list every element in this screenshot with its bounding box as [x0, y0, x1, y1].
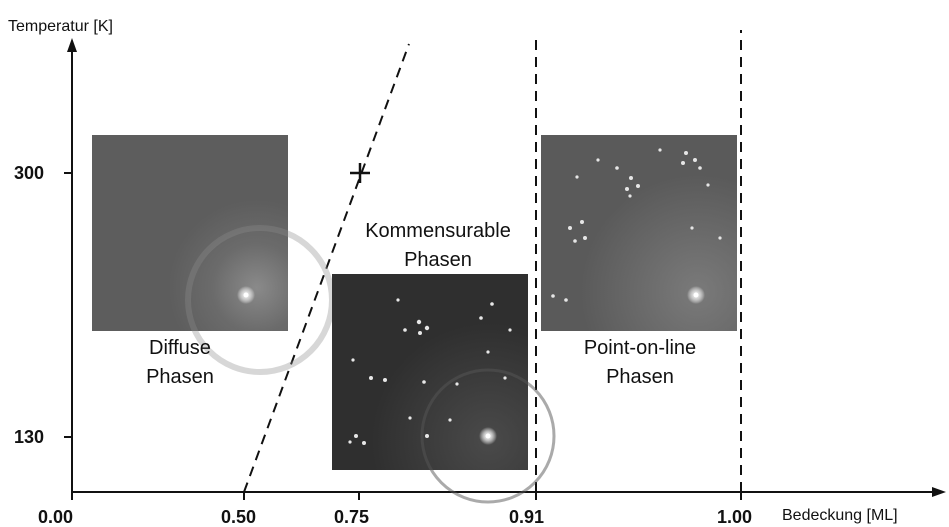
y-axis-arrow-icon: [67, 38, 77, 52]
y-tick-label-130: 130: [14, 427, 44, 447]
region-label-point-on-line-line1: Point-on-line: [584, 337, 696, 359]
region-label-commensurable-line1: Kommensurable: [365, 220, 511, 242]
x-axis-title: Bedeckung [ML]: [782, 507, 898, 524]
diffraction-image-commensurable: [332, 274, 556, 504]
plus-marker-icon: [350, 163, 370, 183]
region-label-diffuse-line2: Phasen: [146, 366, 214, 388]
diffraction-image-point-on-line: [541, 135, 737, 331]
x-tick-label-050: 0.50: [221, 507, 256, 527]
x-tick-label-091: 0.91: [509, 507, 544, 527]
x-axis-arrow-icon: [932, 487, 946, 497]
y-tick-label-300: 300: [14, 163, 44, 183]
region-label-diffuse-line1: Diffuse: [149, 337, 211, 359]
diffraction-image-diffuse: [92, 135, 335, 375]
x-tick-label-000: 0.00: [38, 507, 73, 527]
region-label-commensurable-line2: Phasen: [404, 249, 472, 271]
y-axis-title: Temperatur [K]: [8, 18, 113, 35]
region-label-point-on-line-line2: Phasen: [606, 366, 674, 388]
diagonal-boundary-line: [243, 43, 410, 493]
x-tick-label-100: 1.00: [717, 507, 752, 527]
x-tick-label-075: 0.75: [334, 507, 369, 527]
